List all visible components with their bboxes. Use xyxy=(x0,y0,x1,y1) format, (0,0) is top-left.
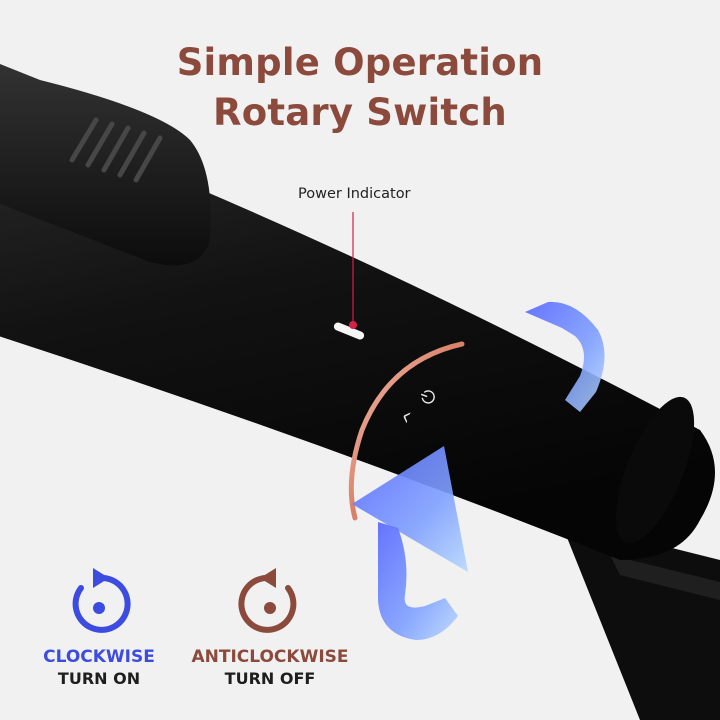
clockwise-action: TURN ON xyxy=(57,669,141,688)
barrel-tip xyxy=(560,520,720,720)
clamp-grip-ridges xyxy=(69,117,163,183)
power-symbol-icon: ⏻ xyxy=(417,387,442,408)
headline-line-2: Rotary Switch xyxy=(213,91,507,134)
handle-end-cap xyxy=(615,396,695,544)
rotation-arrow-upper xyxy=(525,301,605,412)
barrel-tip-highlight xyxy=(610,555,720,600)
power-indicator-label: Power Indicator xyxy=(298,186,411,202)
headline: Simple Operation Rotary Switch xyxy=(0,38,720,138)
clockwise-rotate-icon xyxy=(72,568,131,633)
chevron-symbol-icon: ^ xyxy=(399,408,424,429)
legend-anticlockwise: ANTICLOCKWISE TURN OFF xyxy=(180,568,360,690)
rotation-arrow-lower xyxy=(378,522,458,640)
legend-clockwise: CLOCKWISE TURN ON xyxy=(34,568,164,690)
rotation-arrow-head xyxy=(352,446,468,572)
clockwise-title: CLOCKWISE xyxy=(43,647,155,667)
anticlockwise-title: ANTICLOCKWISE xyxy=(191,647,349,667)
rotary-ring xyxy=(348,341,465,521)
indicator-callout-dot xyxy=(349,321,357,329)
anticlockwise-rotate-icon xyxy=(238,568,297,633)
headline-line-1: Simple Operation xyxy=(176,41,544,84)
anticlockwise-action: TURN OFF xyxy=(224,669,316,688)
power-indicator-led xyxy=(333,322,365,340)
